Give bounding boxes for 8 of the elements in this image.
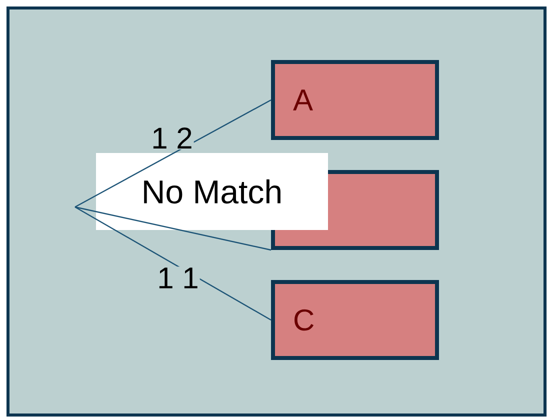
connector-line [74, 206, 272, 251]
connector-line [74, 206, 272, 320]
letter-box: C [271, 280, 439, 360]
label-box: No Match [96, 153, 328, 230]
edge-label: 1 1 [156, 266, 200, 290]
edge-label: 1 2 [150, 126, 194, 150]
connector-line [74, 99, 272, 208]
letter-box: A [271, 60, 439, 140]
